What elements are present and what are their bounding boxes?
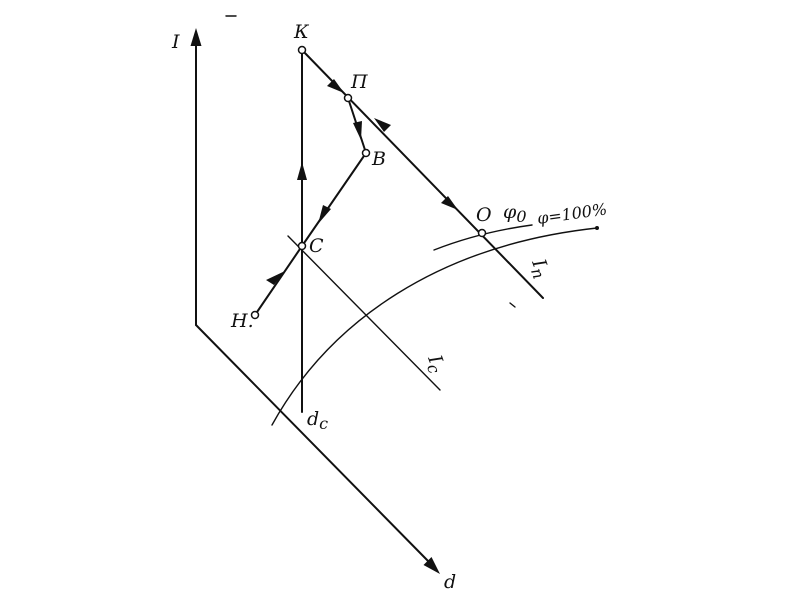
side-tick-mark [509, 302, 516, 308]
point-n-label: Н. [230, 310, 254, 332]
line-dc: dc [297, 49, 328, 433]
i-axis-arrow-icon [190, 28, 202, 46]
phi100-end-dot-icon [595, 226, 599, 230]
d-axis-arrow-icon [423, 557, 440, 574]
point-v: В [361, 148, 386, 170]
point-p-label: П [350, 71, 368, 93]
phi0-label: φ0 [503, 201, 527, 226]
kp-arrow-icon [327, 79, 344, 93]
curve-phi100: φ=100% [271, 199, 608, 426]
line-ip: Iп [301, 49, 554, 299]
point-n: Н. [230, 310, 260, 332]
point-c-label: С [309, 235, 324, 257]
point-k: К [293, 21, 310, 55]
po-arrow-icon [441, 196, 458, 210]
d-axis: d [195, 324, 456, 593]
vc-arrow-icon [318, 205, 331, 224]
op-arrow-icon [374, 118, 391, 132]
ip-label: Iп [524, 255, 554, 281]
dc-arrow-icon [297, 162, 307, 180]
i-axis: I [171, 28, 202, 326]
i-axis-label: I [171, 31, 180, 53]
segment-n-c [254, 245, 303, 316]
point-o: О [476, 204, 492, 238]
pv-arrow-icon [353, 121, 362, 140]
nc-arrow-icon [266, 271, 285, 285]
ic-label: Ic [420, 351, 449, 376]
point-v-label: В [371, 148, 386, 170]
point-k-label: К [293, 21, 310, 43]
d-axis-label: d [444, 571, 456, 593]
point-o-label: О [476, 204, 492, 226]
segment-v-c [301, 152, 367, 247]
dc-label: dc [307, 408, 328, 433]
segment-p-v [347, 97, 367, 154]
point-p: П [343, 71, 368, 103]
point-c: С [297, 235, 324, 257]
phi100-label: φ=100% [536, 199, 608, 228]
